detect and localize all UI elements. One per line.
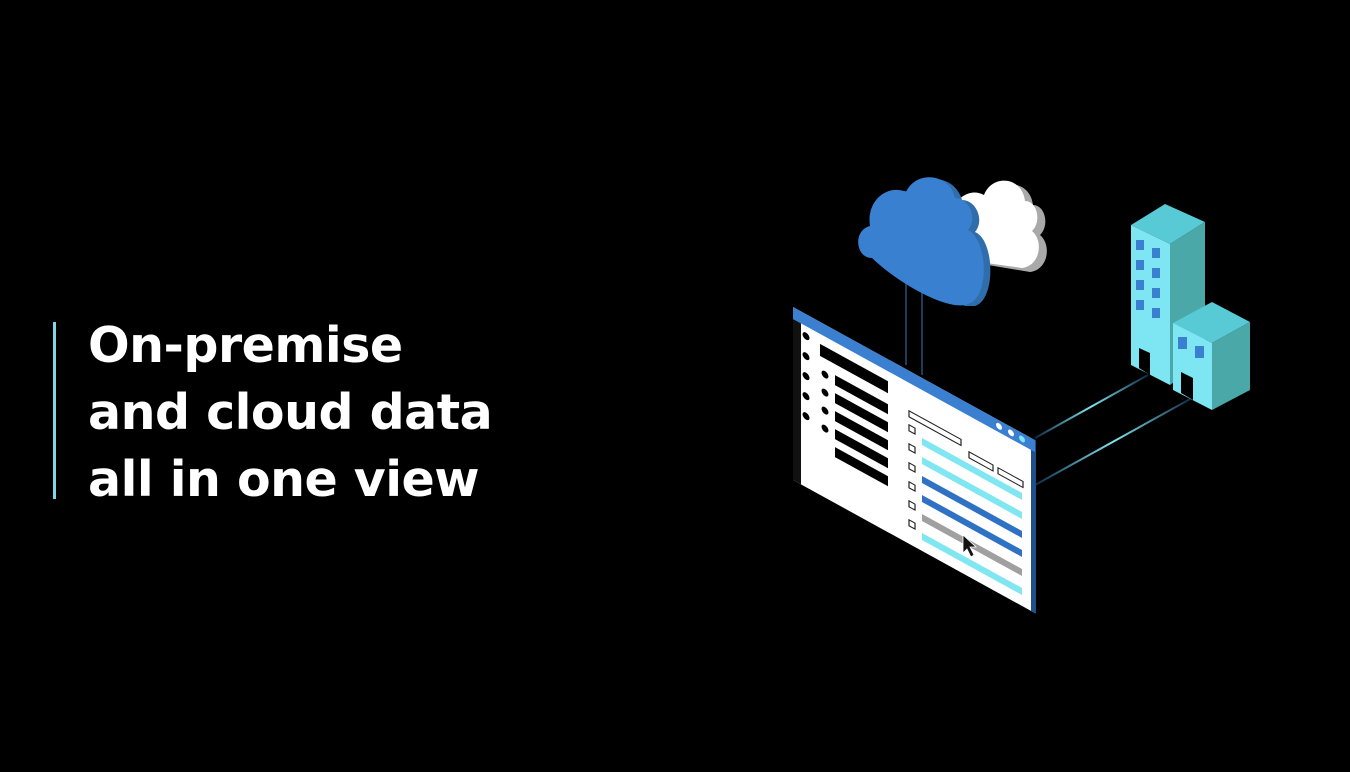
headline-line-2: and cloud data [88,384,493,441]
app-window-icon [793,307,1036,614]
connector-lines [905,270,1193,486]
slide-headline: On-premise and cloud data all in one vie… [88,312,493,513]
accent-bar [53,322,56,499]
headline-line-3: all in one view [88,451,480,508]
headline-line-1: On-premise [88,317,403,374]
mouse-cursor-icon [962,534,978,558]
building-icon [1131,204,1250,410]
cloud-icon [858,177,991,306]
